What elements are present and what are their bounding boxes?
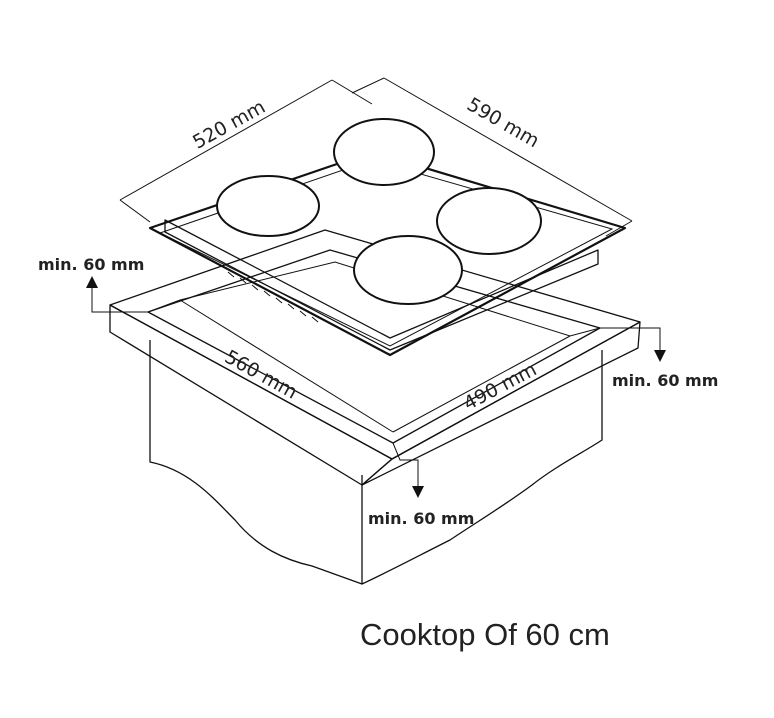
dim-590-label: 590 mm xyxy=(463,93,543,152)
dim-520-line xyxy=(119,79,333,201)
cooktop-vents xyxy=(227,271,319,323)
burner-back-right xyxy=(436,187,542,255)
clearance-front-leader xyxy=(392,442,419,488)
clearance-right-label: min. 60 mm xyxy=(612,371,718,390)
dim-560-label: 560 mm xyxy=(221,346,301,404)
cabinet xyxy=(149,340,603,585)
clearance-back-left-label: min. 60 mm xyxy=(38,255,144,274)
cutout-inner-right xyxy=(392,335,571,433)
dim-590-line xyxy=(383,77,633,222)
cutout-inner-edge xyxy=(147,261,601,337)
arrow-down-icon xyxy=(412,486,424,498)
dim-520-ext-b xyxy=(331,79,373,105)
diagram-caption: Cooktop Of 60 cm xyxy=(360,617,610,652)
dim-590-ext-a xyxy=(351,77,385,94)
burner-back-left xyxy=(333,118,435,186)
countertop-front-face xyxy=(109,304,393,486)
clearance-arrows xyxy=(86,276,666,498)
arrow-up-icon xyxy=(86,276,98,288)
cooktop-glass-top xyxy=(148,150,627,357)
clearance-back-left-leader xyxy=(91,285,148,313)
dimension-lines xyxy=(119,77,633,237)
clearance-front-label: min. 60 mm xyxy=(368,509,474,528)
countertop-side-face xyxy=(361,321,641,486)
arrow-down-icon xyxy=(654,350,666,362)
cooktop-body xyxy=(164,219,599,351)
cutout-inner-left xyxy=(179,299,394,433)
clearance-right-leader xyxy=(600,327,661,352)
burner-front-right xyxy=(353,235,463,305)
dim-590-ext-b xyxy=(605,220,633,237)
cabinet-left-panel xyxy=(149,340,363,585)
burner-front-left xyxy=(216,175,320,237)
dim-520-label: 520 mm xyxy=(189,96,269,154)
cabinet-front-panel xyxy=(361,350,603,585)
dim-520-ext-a xyxy=(119,199,151,223)
dim-490-label: 490 mm xyxy=(460,358,540,415)
cooktop xyxy=(148,118,627,357)
